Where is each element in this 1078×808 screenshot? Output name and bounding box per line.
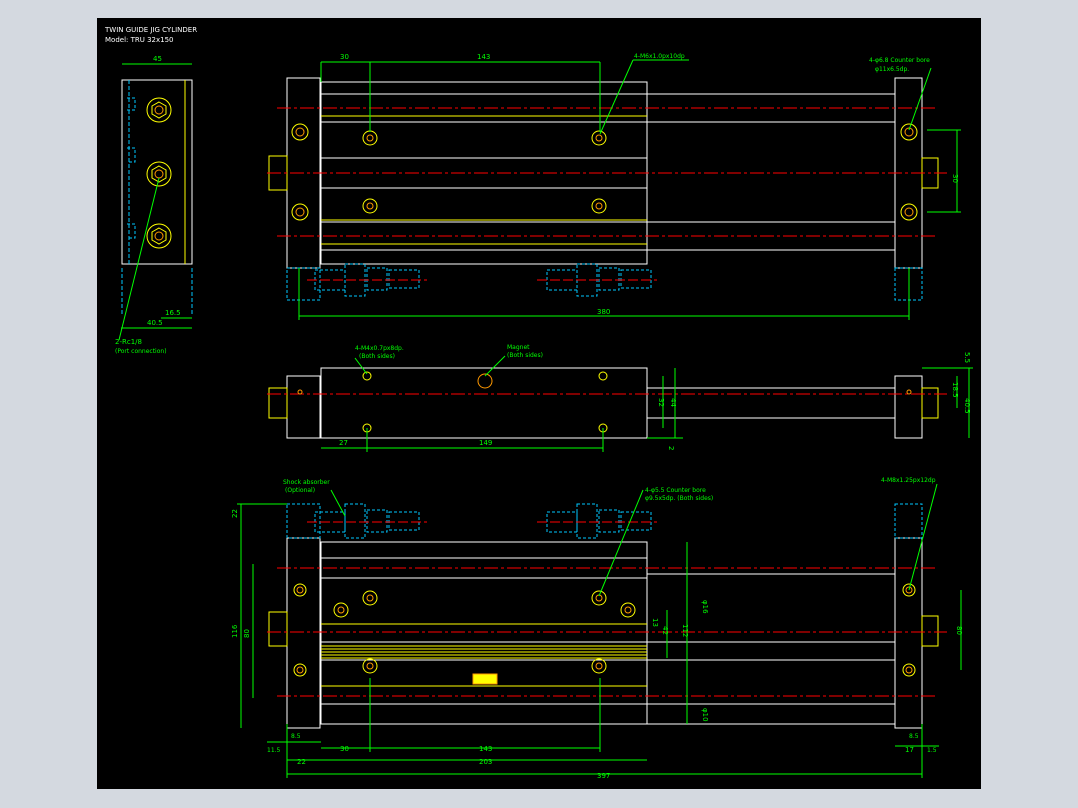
side-port-bottom [146,223,172,249]
bot-holes [293,583,916,677]
bot-shock-absorbers [286,503,923,539]
mid-callout-left: 4-M4x0.7px8dp. [355,345,404,352]
middle-view: 4-M4x0.7px8dp. (Both sides) Magnet (Both… [267,344,973,452]
mid-callout-magnet-sub: (Both sides) [507,352,543,359]
mid-dim-32: 32 [657,398,665,407]
bot-dim-22v: 22 [231,509,239,518]
side-dim-d2-label: 40.5 [147,319,163,327]
drawing-model: Model: TRU 32x150 [105,36,174,44]
side-dim-width-label: 45 [153,55,162,63]
bot-right-plate [894,537,923,729]
bot-callout-cb: 4-φ5.5 Counter bore [645,487,706,494]
side-callout: 2-Rc1/8 [115,338,142,346]
bot-dim-112: 112 [681,624,689,637]
top-dim-143: 143 [477,53,490,61]
mid-callout-magnet: Magnet [507,344,530,351]
bot-dim-80r: 80 [955,626,963,635]
mid-dim-44: 44 [669,398,677,407]
bot-callout-shock-sub: (Optional) [285,487,315,494]
top-dim-380: 380 [597,308,610,316]
side-dim-d1-label: 16.5 [165,309,181,317]
mid-dim-149: 149 [479,439,492,447]
mid-left-plate [286,375,321,439]
mid-callout-left-sub: (Both sides) [359,353,395,360]
side-view: 45 16.5 40.5 2-Rc1/8 (Port connection) [115,55,193,355]
bot-dim-13: 13 [651,618,659,627]
mid-holes [297,371,912,433]
bot-dim-143: 143 [479,745,492,753]
bot-nameplate [472,673,498,685]
bot-dim-203: 203 [479,758,492,766]
top-callout-right: 4-φ6.8 Counter bore [869,57,930,64]
side-port-top [146,97,172,123]
bot-dim-116: 116 [231,624,239,638]
mid-dim-5-5: 5.5 [963,352,971,363]
bottom-view: Shock absorber (Optional) 4-φ5.5 Counter… [231,477,963,780]
bot-dim-397: 397 [597,772,610,780]
top-shock-absorbers [286,263,923,301]
side-port-mid [146,161,172,187]
top-dim-30: 30 [340,53,349,61]
bot-dim-17: 17 [905,746,914,754]
top-holes [291,123,918,221]
bot-dim-80: 80 [243,629,251,638]
bot-dim-42: 42 [661,626,669,635]
drawing-canvas: TWIN GUIDE JIG CYLINDER Model: TRU 32x15… [97,18,981,789]
top-callout-mid: 4-M6x1.0px10dp [634,53,685,60]
mid-dim-18-5: 18.5 [951,382,959,398]
mid-dim-40-5: 40.5 [963,398,971,414]
side-view-body [121,79,193,265]
top-dim-30v: 30 [951,174,959,183]
bot-callout-right: 4-M8x1.25px12dp [881,477,936,484]
bot-dim-11-5: 11.5 [267,747,281,754]
bot-dim-8-5r: 8.5 [909,733,919,740]
bot-callout-shock: Shock absorber [283,479,330,486]
top-view: 30 143 30 380 4-M6x1.0px10dp 4-φ6.8 Coun… [267,53,961,320]
cad-drawing: TWIN GUIDE JIG CYLINDER Model: TRU 32x15… [104,26,973,780]
bot-dim-1-5: 1.5 [927,747,937,754]
top-callout-right-sub: φ11x6.5dp. [875,66,909,73]
mid-dim-27: 27 [339,439,348,447]
mid-right-plate [894,375,923,439]
bot-dim-phi10: φ10 [701,708,709,722]
bot-cylinder-body [320,541,648,725]
side-callout-sub: (Port connection) [115,348,167,355]
bot-stripe-band [321,645,647,659]
bot-left-plate [286,537,321,729]
bot-callout-cb-sub: φ9.5x5dp. (Both sides) [645,495,713,502]
bot-dim-phi16: φ16 [701,600,709,614]
mid-dim-2: 2 [667,446,675,450]
bot-dim-8-5: 8.5 [291,733,301,740]
bot-dim-30: 30 [340,745,349,753]
bot-dim-22: 22 [297,758,306,766]
mid-cylinder-body [320,367,648,439]
drawing-title: TWIN GUIDE JIG CYLINDER [104,26,197,34]
